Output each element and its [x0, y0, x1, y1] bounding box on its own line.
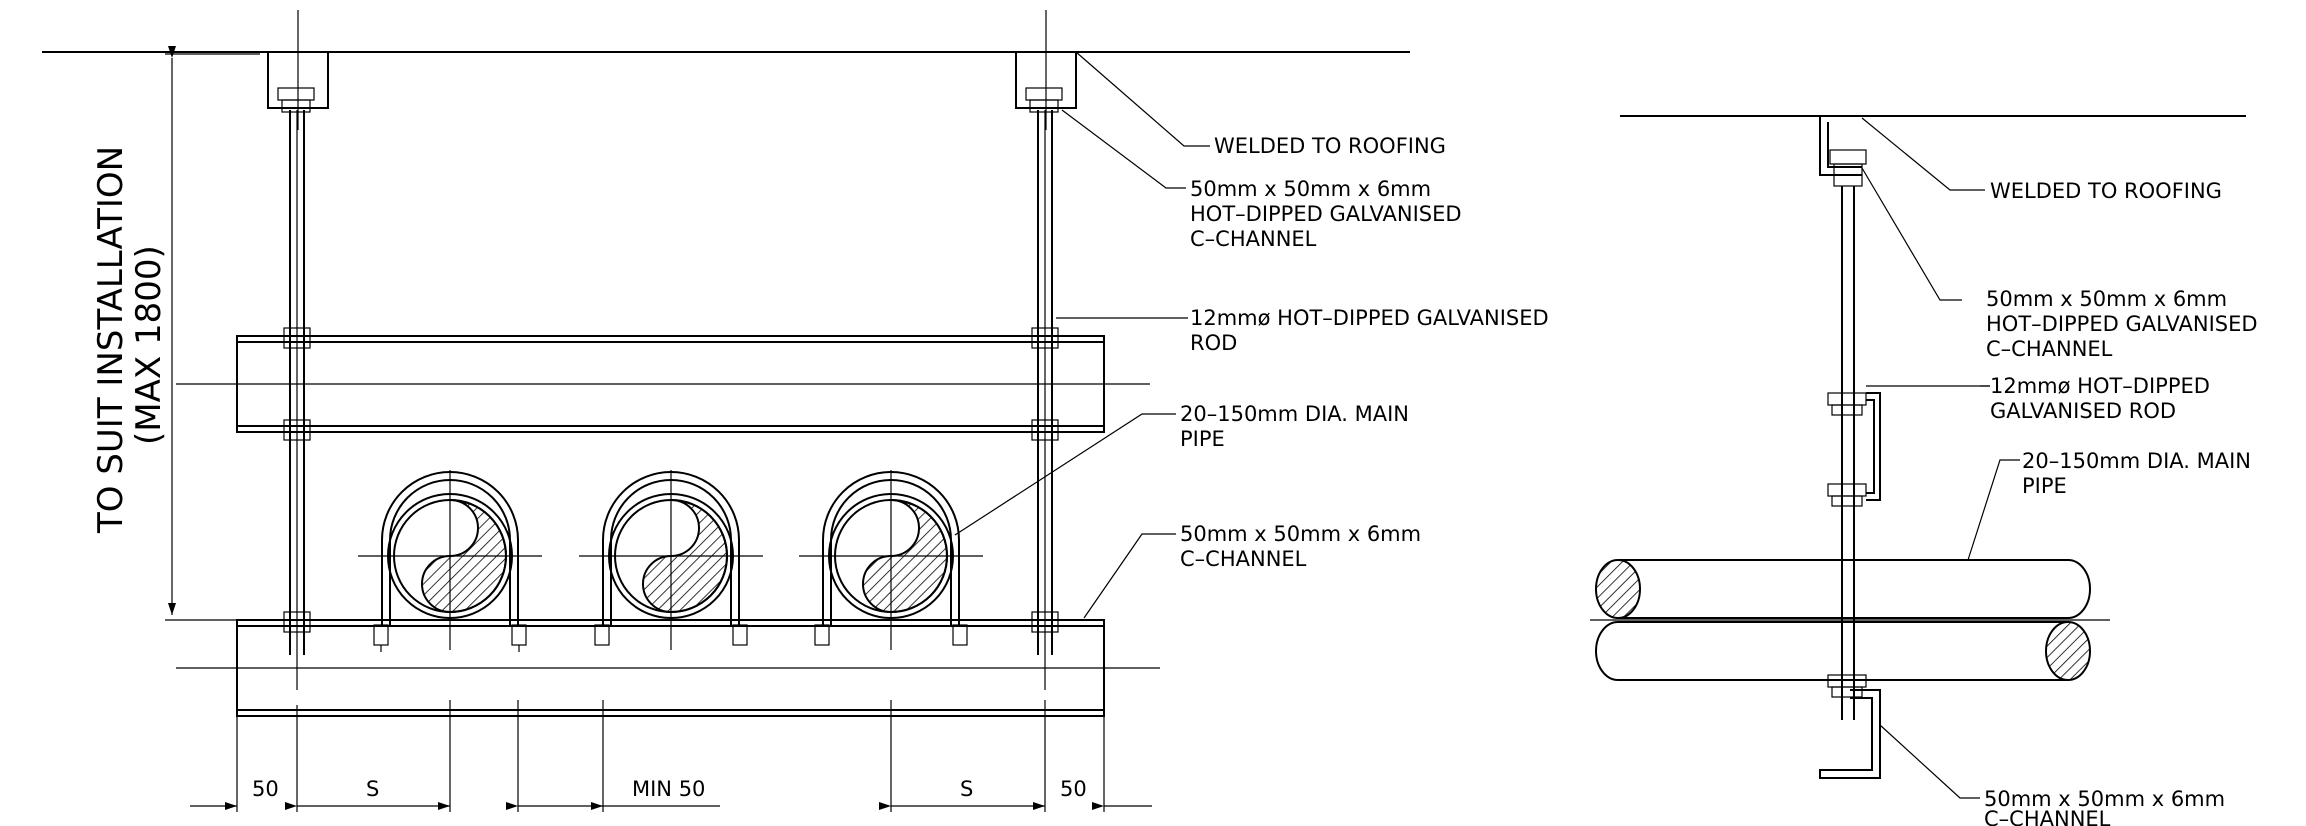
label-rod-2: ROD — [1190, 331, 1237, 355]
dimension-label-line2: (MAX 1800) — [129, 245, 169, 445]
dimension-label-line1: TO SUIT INSTALLATION — [91, 146, 131, 534]
label-pipe-1: 20–150mm DIA. MAIN — [1180, 402, 1409, 426]
dimension-s-right: S — [960, 777, 973, 801]
side-label-pipe-1: 20–150mm DIA. MAIN — [2022, 449, 2251, 473]
vertical-dimension: TO SUIT INSTALLATION (MAX 1800) — [91, 46, 260, 621]
top-bracket-right — [1015, 10, 1077, 130]
rod-right — [1037, 110, 1053, 690]
side-view: WELDED TO ROOFING 50mm x 50mm x 6mm HOT–… — [1590, 115, 2258, 826]
label-rod-1: 12mmø HOT–DIPPED GALVANISED — [1190, 306, 1549, 330]
dimension-s-left: S — [366, 777, 379, 801]
label-channel-top-2: HOT–DIPPED GALVANISED — [1190, 202, 1462, 226]
side-pipes — [1590, 559, 2110, 681]
side-bottom-channel — [1819, 674, 1881, 779]
side-leaders — [1861, 117, 2020, 799]
side-label-channel-bottom-1: 50mm x 50mm x 6mm — [1984, 787, 2225, 811]
label-channel-top-3: C–CHANNEL — [1190, 227, 1317, 251]
pipe-1 — [358, 470, 542, 652]
label-pipe-2: PIPE — [1180, 427, 1225, 451]
front-view: TO SUIT INSTALLATION (MAX 1800) — [42, 10, 1549, 812]
bottom-channel — [176, 611, 1160, 717]
front-leaders — [954, 51, 1210, 619]
side-label-channel-top-2: HOT–DIPPED GALVANISED — [1986, 312, 2258, 336]
pipe-2 — [579, 470, 763, 650]
side-labels: WELDED TO ROOFING 50mm x 50mm x 6mm HOT–… — [1984, 179, 2258, 826]
side-label-rod-1: 12mmø HOT–DIPPED — [1990, 374, 2210, 398]
dimension-50-right: 50 — [1060, 777, 1087, 801]
pipe-3 — [799, 470, 983, 650]
side-label-rod-2: GALVANISED ROD — [1990, 399, 2176, 423]
dimension-50-left: 50 — [252, 777, 279, 801]
side-label-welded: WELDED TO ROOFING — [1990, 179, 2222, 203]
side-label-pipe-2: PIPE — [2022, 474, 2067, 498]
top-bracket-left — [267, 10, 329, 130]
rod-left — [289, 110, 305, 690]
bottom-dimensions: 50 S MIN 50 S 50 — [190, 700, 1152, 812]
label-channel-bottom-2: C–CHANNEL — [1180, 547, 1307, 571]
label-channel-top-1: 50mm x 50mm x 6mm — [1190, 177, 1431, 201]
side-mid-clamp — [1827, 385, 1990, 507]
side-label-channel-top-3: C–CHANNEL — [1986, 337, 2113, 361]
middle-channel — [176, 327, 1150, 441]
front-labels: WELDED TO ROOFING 50mm x 50mm x 6mm HOT–… — [1180, 134, 1549, 571]
side-label-channel-bottom-2: C–CHANNEL — [1984, 807, 2111, 826]
label-channel-bottom-1: 50mm x 50mm x 6mm — [1180, 522, 1421, 546]
side-top-bracket — [1819, 116, 1867, 187]
side-label-channel-top-1: 50mm x 50mm x 6mm — [1986, 287, 2227, 311]
label-welded: WELDED TO ROOFING — [1214, 134, 1446, 158]
side-rod — [1841, 186, 1855, 720]
dimension-min-50: MIN 50 — [632, 777, 705, 801]
